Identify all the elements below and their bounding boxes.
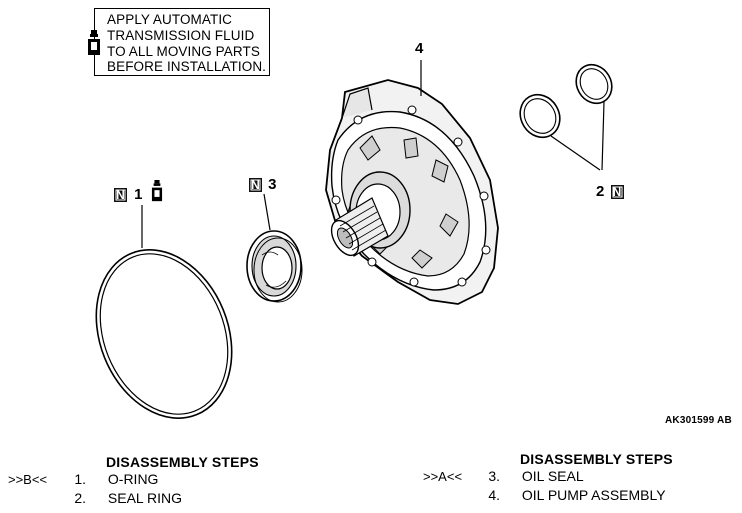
new-part-mark: N: [610, 185, 624, 199]
note-line-1: APPLY AUTOMATIC: [107, 12, 233, 27]
callout-part2: 2 N: [596, 183, 624, 200]
step-label: SEAL RING: [107, 490, 183, 506]
step-number: 4.: [488, 487, 500, 503]
right-step-item-3: 3. OIL SEAL: [484, 468, 584, 484]
service-point-ref-b: >>B<<: [8, 472, 48, 487]
step-label: OIL SEAL: [521, 468, 584, 484]
new-part-mark: N: [114, 188, 127, 202]
callout-part3: N 3: [249, 176, 277, 193]
fluid-bottle-icon: [88, 30, 100, 55]
right-steps-title: DISASSEMBLY STEPS: [520, 451, 673, 467]
callout-number-3: 3: [268, 176, 277, 193]
service-point-ref-a: >>A<<: [423, 469, 463, 484]
step-label: OIL PUMP ASSEMBLY: [521, 487, 666, 503]
oil-seal-drawing: [246, 230, 303, 303]
callout-number-2: 2: [596, 183, 605, 200]
right-step-row-1: >>A<<: [423, 468, 462, 484]
callout-part1: N 1: [114, 186, 143, 203]
step-label: O-RING: [107, 471, 159, 487]
step-number: 1.: [74, 471, 86, 487]
note-line-4: BEFORE INSTALLATION.: [107, 59, 267, 74]
left-steps-title: DISASSEMBLY STEPS: [106, 454, 259, 470]
leader-lines-part2: [550, 101, 605, 171]
left-step-item-1: 1. O-RING: [70, 471, 158, 487]
seal-rings-drawing: [519, 63, 613, 139]
figure-id: AK301599 AB: [665, 415, 732, 426]
step-number: 2.: [74, 490, 86, 506]
note-line-2: TRANSMISSION FLUID: [107, 28, 255, 43]
left-step-item-2: 2. SEAL RING: [70, 490, 182, 506]
right-step-item-4: 4. OIL PUMP ASSEMBLY: [484, 487, 666, 503]
leader-line-part3: [263, 193, 271, 231]
left-step-row-1: >>B<<: [8, 471, 47, 487]
note-line-3: TO ALL MOVING PARTS: [107, 44, 260, 59]
o-ring-drawing: [95, 249, 233, 419]
step-number: 3.: [488, 468, 500, 484]
oil-pump-assembly-drawing: [325, 79, 499, 305]
fluid-bottle-icon: [151, 180, 163, 202]
callout-number-1: 1: [134, 186, 143, 203]
callout-number-4: 4: [415, 40, 424, 57]
new-part-mark: N: [249, 178, 262, 192]
